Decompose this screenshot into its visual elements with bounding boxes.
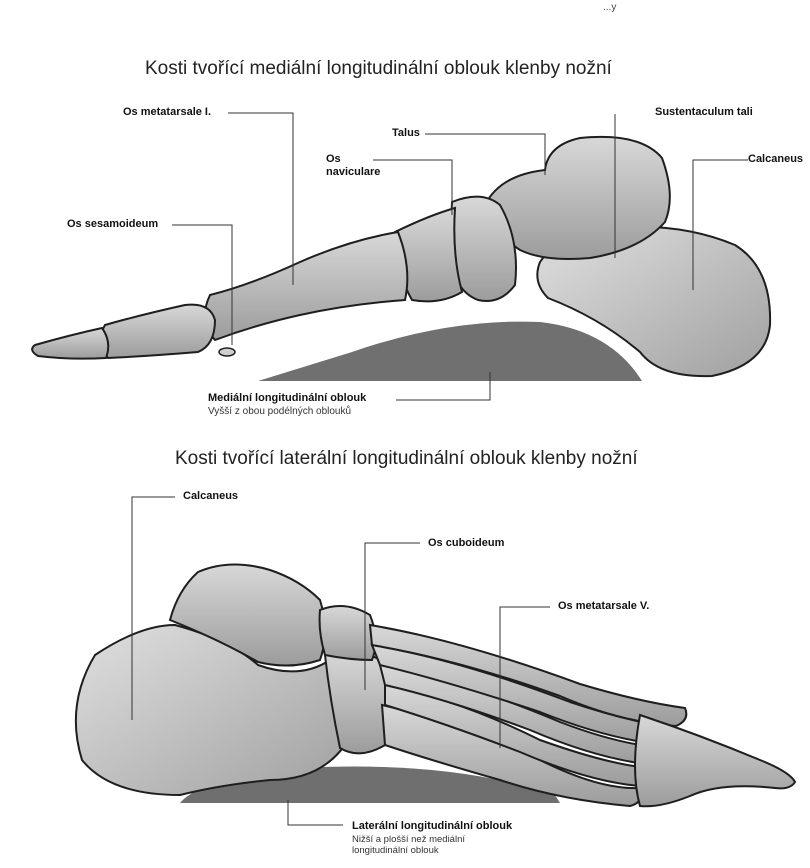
medial-arch-note: Vyšší z obou podélných oblouků xyxy=(208,406,351,418)
lateral-phalanges xyxy=(635,715,795,806)
medial-distal-phalanx-bone xyxy=(32,328,108,359)
corner-text: ...y xyxy=(603,2,616,13)
lateral-navicular-bone xyxy=(320,606,376,660)
medial-metatarsal-i-bone xyxy=(205,232,407,340)
label-os-sesamoideum: Os sesamoideum xyxy=(67,218,158,231)
label-sustentaculum-tali: Sustentaculum tali xyxy=(655,106,753,119)
medial-arch-shape xyxy=(258,322,642,381)
label-calcaneus-medial: Calcaneus xyxy=(748,153,803,166)
medial-title: Kosti tvořící mediální longitudinální ob… xyxy=(145,58,612,80)
medial-foot-illustration xyxy=(32,137,770,381)
lateral-foot-illustration xyxy=(76,564,795,806)
label-os-metatarsale-v: Os metatarsale V. xyxy=(558,600,649,613)
label-os-metatarsale-i: Os metatarsale I. xyxy=(123,106,211,119)
label-calcaneus-lateral: Calcaneus xyxy=(183,490,238,503)
label-os-naviculare: Os naviculare xyxy=(326,153,380,179)
medial-proximal-phalanx-bone xyxy=(101,305,215,358)
medial-arch-caption: Mediální longitudinální oblouk xyxy=(208,392,366,405)
label-talus: Talus xyxy=(392,127,420,140)
lateral-title: Kosti tvořící laterální longitudinální o… xyxy=(175,448,638,470)
lateral-arch-note: Nižší a plošší než mediální longitudinál… xyxy=(352,834,465,856)
lateral-arch-caption: Laterální longitudinální oblouk xyxy=(352,820,512,833)
medial-sesamoid-bone xyxy=(219,348,235,356)
label-os-cuboideum: Os cuboideum xyxy=(428,537,504,550)
